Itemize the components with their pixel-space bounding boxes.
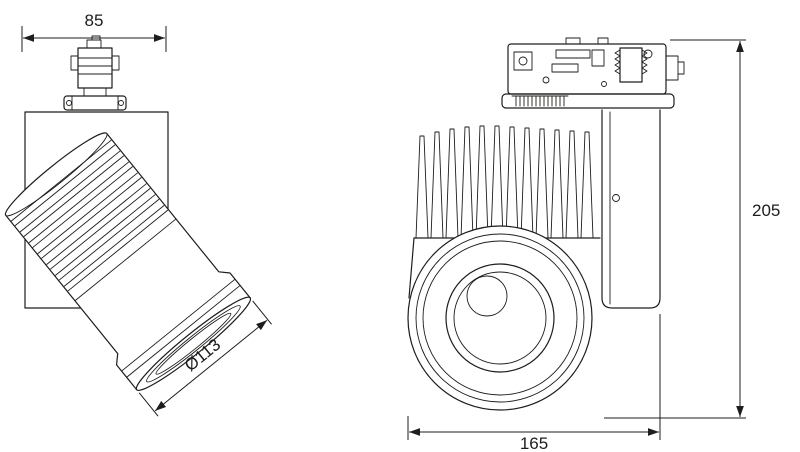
mounting-arm xyxy=(601,109,661,309)
adapter-screw-right xyxy=(118,100,124,106)
dimension-165-label: 165 xyxy=(520,434,548,452)
head-bezel-ring xyxy=(422,240,578,396)
head-side-outline-left xyxy=(408,237,415,299)
lens-inner-circle xyxy=(453,271,547,365)
arm-pivot-screw xyxy=(612,194,620,202)
dimension-205: 205 xyxy=(604,39,780,419)
adapter-detail-square xyxy=(513,51,533,71)
spotlight-head-tilted: Ø113 xyxy=(4,132,272,417)
adapter-body-detail-lines xyxy=(77,57,113,75)
dimension-113-extension-lines xyxy=(138,300,272,417)
adapter-side-connector xyxy=(665,55,679,81)
right-view: 165 205 xyxy=(407,37,780,452)
adapter-top-tab-2 xyxy=(597,37,609,45)
adapter-base-plate-steps xyxy=(71,95,119,111)
head-rim-ring xyxy=(415,233,585,403)
adapter-slot-2 xyxy=(551,63,579,73)
track-adapter-right xyxy=(501,37,685,109)
dimension-85-label: 85 xyxy=(85,11,104,30)
head-outer-rim xyxy=(407,225,593,411)
dimension-165: 165 xyxy=(407,314,661,452)
dimension-205-extension-lines xyxy=(604,39,746,419)
heatsink-fins-path xyxy=(415,125,594,239)
dimension-85: 85 xyxy=(21,11,167,52)
left-view: 85 xyxy=(4,11,272,417)
lens-highlight-circle xyxy=(466,275,508,317)
dimension-113-line xyxy=(154,319,268,412)
adapter-slot-1 xyxy=(555,49,591,59)
adapter-base-plate-left xyxy=(63,95,127,111)
adapter-screw-front xyxy=(518,56,528,66)
terminal-block-hatch xyxy=(511,95,569,107)
adapter-contact-pin xyxy=(91,35,101,41)
lens-outer-circle xyxy=(445,263,555,373)
adapter-body-left xyxy=(77,47,113,89)
adapter-detail-block xyxy=(591,49,605,67)
dimension-85-extension-lines xyxy=(21,26,167,52)
adapter-left-tab xyxy=(70,55,79,71)
adapter-base-plate-right xyxy=(501,93,675,109)
adapter-rivet-3 xyxy=(601,81,607,87)
track-adapter-left xyxy=(63,35,127,111)
adapter-rivet-2 xyxy=(643,49,653,59)
adapter-right-tab xyxy=(111,55,120,71)
adapter-top-knob xyxy=(86,39,102,49)
adapter-rivet-1 xyxy=(542,76,550,84)
adapter-neck xyxy=(83,87,107,97)
grip-serrations xyxy=(614,49,648,75)
head-fin-lines xyxy=(11,139,177,302)
head-back-cap xyxy=(5,133,108,217)
dimension-205-label: 205 xyxy=(752,201,780,220)
adapter-top-tab-1 xyxy=(565,37,581,45)
arm-outline xyxy=(601,109,661,309)
dimension-165-extension-lines xyxy=(407,314,661,440)
adapter-screw-left xyxy=(66,100,72,106)
lamp-head-front xyxy=(407,225,593,411)
adapter-grip-knob xyxy=(619,47,643,83)
adapter-connector-pin xyxy=(677,61,685,75)
